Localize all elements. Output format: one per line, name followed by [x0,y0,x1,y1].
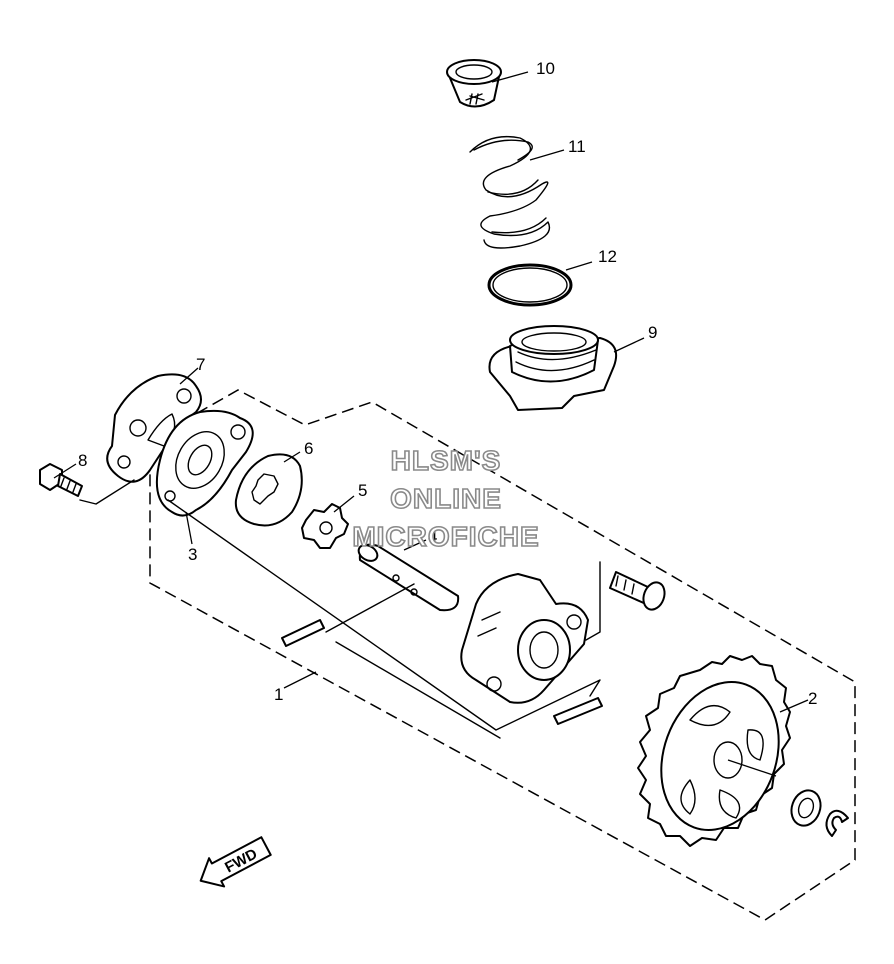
assembly-boundary [149,389,856,921]
callout-labels: 10 11 12 9 7 8 6 5 4 3 1 2 [78,59,817,708]
callout-4: 4 [428,527,437,546]
part-10-strainer-cap [446,59,502,108]
callout-2: 2 [808,689,817,708]
part-4-shaft [357,543,460,612]
callout-11: 11 [568,137,586,156]
callout-5: 5 [358,481,367,500]
fwd-direction-arrow: FWD [199,836,272,888]
o-ring-inner [492,267,568,303]
callout-12: 12 [598,247,617,266]
part-11-spring [469,135,551,249]
part-5-inner-rotor [301,503,349,549]
dowel-pin-right [553,697,603,725]
callout-1: 1 [274,685,283,704]
gear-washer [790,789,822,827]
part-6-outer-rotor [234,453,303,527]
callout-7: 7 [196,355,205,374]
part-9-plug-cover [488,325,618,411]
part-2-drive-gear [637,655,791,847]
part-12-o-ring [487,263,573,307]
pump-housing [460,573,589,704]
arrow-left-icon [199,836,272,888]
watermark-line-3: MICROFICHE [352,521,539,552]
watermark-line-2: ONLINE [390,483,502,514]
gear-circlip [825,809,849,837]
watermark-line-1: HLSM'S [391,445,502,476]
part-3-pump-plate [156,409,254,517]
part-8-bolt [39,463,83,497]
watermark: HLSM'S ONLINE MICROFICHE [352,444,540,553]
callout-9: 9 [648,323,657,342]
dowel-pin-left [281,619,325,647]
callout-10: 10 [536,59,555,78]
callout-3: 3 [188,545,197,564]
callout-8: 8 [78,451,87,470]
callout-6: 6 [304,439,313,458]
housing-screw [609,571,666,611]
leader-lines [53,71,809,777]
